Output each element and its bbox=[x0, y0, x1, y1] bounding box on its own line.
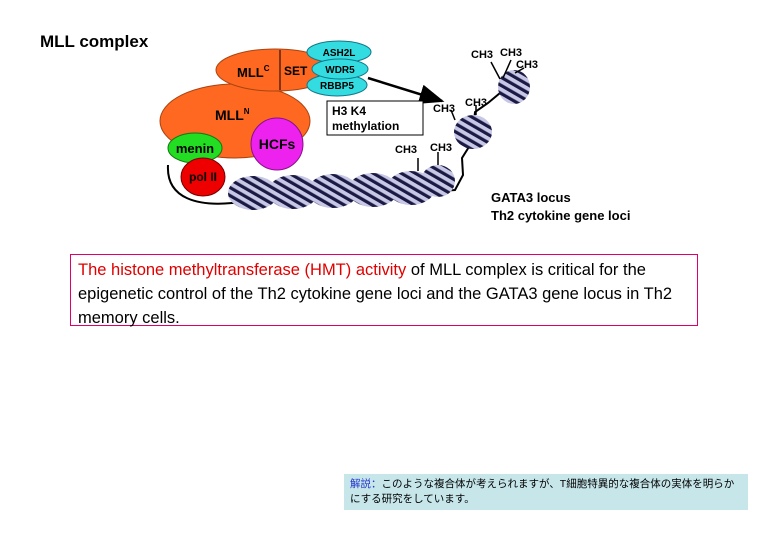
hcfs-subunit bbox=[250, 117, 304, 171]
mll-complex-diagram: CH3 CH3 CH3 CH3 CH3 CH3 CH3 MLLN MLLC SE… bbox=[159, 40, 538, 210]
nucleosome bbox=[454, 115, 492, 149]
mll-n-label: MLLN bbox=[215, 107, 250, 123]
nucleosome bbox=[421, 165, 455, 197]
nucleosome bbox=[308, 174, 358, 208]
rbbp5-label: RBBP5 bbox=[320, 81, 354, 92]
h3k4-label: H3 K4 bbox=[332, 104, 366, 118]
nucleosome bbox=[348, 173, 398, 207]
hcfs-label: HCFs bbox=[259, 136, 296, 152]
gata3-locus-label: GATA3 locus bbox=[491, 190, 571, 205]
note-box: 解説：このような複合体が考えられますが、T細胞特異的な複合体の実体を明らかにする… bbox=[344, 474, 748, 510]
wdr5-label: WDR5 bbox=[325, 65, 355, 76]
page-title: MLL complex bbox=[40, 32, 149, 51]
menin-label: menin bbox=[176, 141, 214, 156]
note-text: このような複合体が考えられますが、T細胞特異的な複合体の実体を明らかにする研究を… bbox=[350, 478, 735, 505]
h3k4-methylation-box bbox=[326, 100, 424, 136]
locus-labels: GATA3 locus Th2 cytokine gene loci bbox=[491, 189, 630, 225]
th2-cytokine-loci-label: Th2 cytokine gene loci bbox=[491, 208, 631, 223]
nucleosome-array bbox=[228, 70, 530, 210]
nucleosome bbox=[498, 70, 530, 104]
nucleosome bbox=[268, 175, 318, 209]
ash2l-label: ASH2L bbox=[323, 48, 356, 59]
wdr5-subunit bbox=[311, 58, 369, 80]
ch3-label: CH3 bbox=[465, 97, 487, 109]
statement-box: The histone methyltransferase (HMT) acti… bbox=[70, 254, 698, 327]
methylation-arrow bbox=[367, 76, 445, 104]
pol-ii bbox=[180, 157, 226, 197]
ch3-label: CH3 bbox=[500, 47, 522, 59]
ch3-label: CH3 bbox=[516, 59, 538, 71]
methyl-labels: CH3 CH3 CH3 CH3 CH3 CH3 CH3 bbox=[395, 47, 538, 156]
ch3-label: CH3 bbox=[430, 142, 452, 154]
methyl-marks bbox=[417, 59, 525, 171]
set-domain-label: SET bbox=[284, 64, 308, 78]
ch3-label: CH3 bbox=[433, 103, 455, 115]
note-heading: 解説： bbox=[350, 478, 382, 490]
ch3-label: CH3 bbox=[471, 49, 493, 61]
methylation-label: methylation bbox=[332, 119, 399, 133]
mll-c-label: MLLC bbox=[237, 64, 270, 80]
statement-text: of MLL complex is critical for the epige… bbox=[78, 261, 673, 327]
pol-ii-label: pol II bbox=[189, 170, 217, 184]
ch3-label: CH3 bbox=[395, 144, 417, 156]
statement-highlight: The histone methyltransferase (HMT) acti… bbox=[78, 261, 407, 279]
nucleosome bbox=[228, 176, 278, 210]
